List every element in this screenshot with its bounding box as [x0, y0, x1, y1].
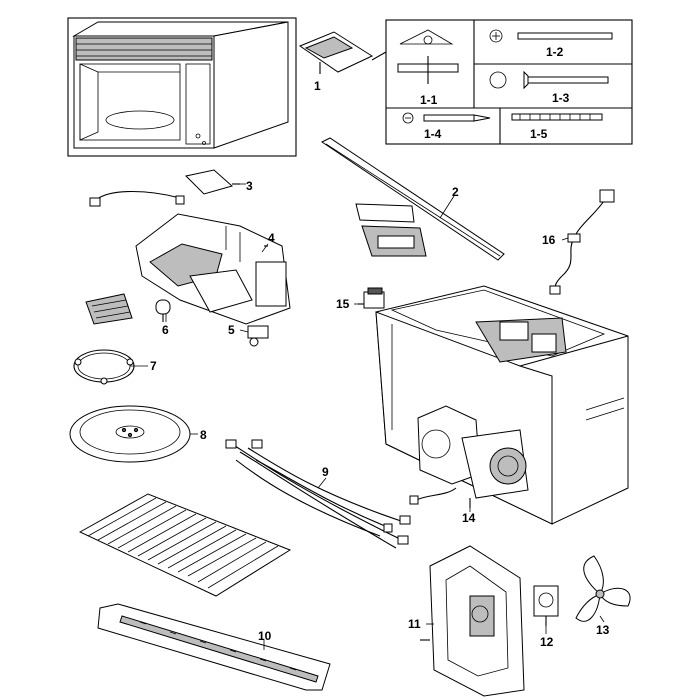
part-15-connector — [358, 287, 385, 309]
microwave-oven-illustration — [67, 17, 297, 157]
label-5: 5 — [228, 323, 235, 337]
part-14-fan-motor — [409, 405, 529, 508]
label-12: 12 — [540, 635, 554, 649]
label-11: 11 — [408, 617, 421, 631]
part-3-cover — [184, 169, 240, 195]
label-16: 16 — [542, 233, 556, 247]
label-1-5: 1-5 — [530, 127, 548, 141]
label-3: 3 — [246, 179, 253, 193]
part-7-roller-ring — [73, 349, 135, 385]
label-10: 10 — [258, 629, 272, 643]
part-10-vent-grille — [97, 603, 331, 691]
part-6-fuse — [155, 299, 171, 322]
leader-lines — [130, 183, 605, 650]
part-5-sensor — [247, 325, 269, 347]
part-1-mounting-kit — [298, 31, 387, 74]
part-2-mounting-rail — [321, 137, 505, 261]
part-labels: 1 1-1 1-2 1-3 1-4 1-5 2 3 4 5 6 7 8 9 10… — [150, 45, 610, 649]
label-1: 1 — [314, 79, 321, 93]
label-6: 6 — [162, 323, 169, 337]
hardware-kit-box — [385, 19, 633, 145]
label-1-1: 1-1 — [420, 93, 438, 107]
label-1-2: 1-2 — [546, 45, 564, 59]
part-12-stirrer-motor — [533, 585, 559, 626]
part-8-turntable — [69, 405, 191, 463]
part-4-bracket-assembly — [135, 213, 291, 325]
label-7: 7 — [150, 359, 157, 373]
label-2: 2 — [452, 185, 459, 199]
label-8: 8 — [200, 428, 207, 442]
part-16-power-cord — [549, 189, 615, 295]
label-14: 14 — [462, 511, 476, 525]
part-13-fan-blade — [575, 555, 631, 622]
part-9-wire-harness — [225, 439, 411, 549]
label-9: 9 — [322, 465, 329, 479]
label-1-3: 1-3 — [552, 91, 570, 105]
label-4: 4 — [268, 231, 275, 245]
label-15: 15 — [336, 297, 350, 311]
oven-rack — [78, 493, 292, 597]
harness-small — [89, 190, 185, 207]
label-13: 13 — [596, 623, 610, 637]
grease-filter — [85, 293, 133, 325]
part-11-back-plate — [420, 545, 525, 697]
label-1-4: 1-4 — [424, 127, 442, 141]
